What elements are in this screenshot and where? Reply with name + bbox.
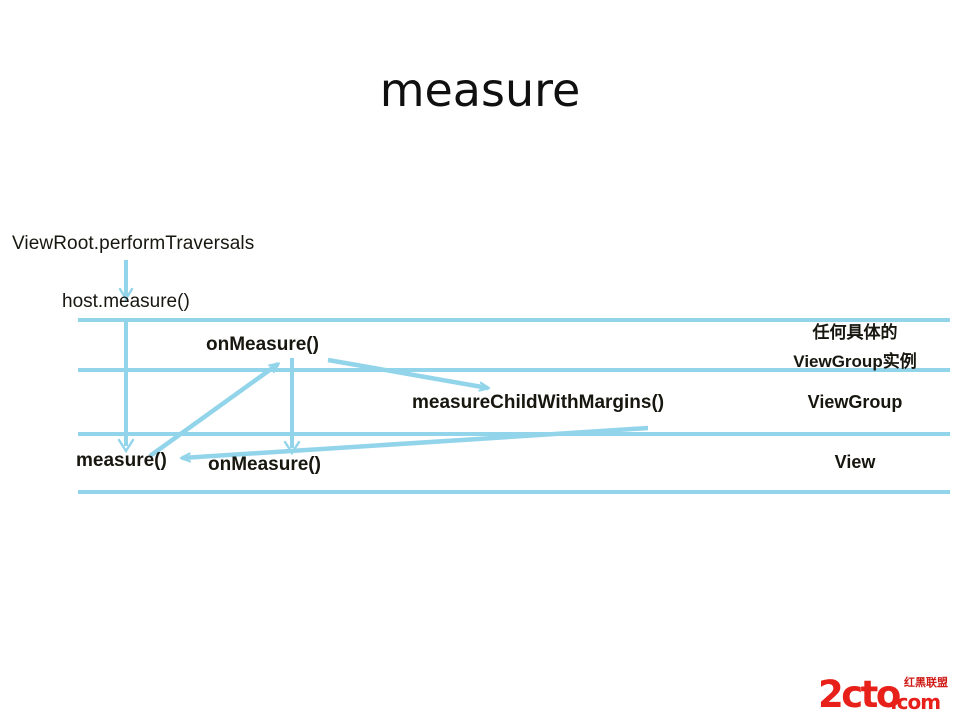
arrowhead-hostmeasure <box>118 287 134 302</box>
arrow-measure-to-onmeasure-top <box>148 362 278 458</box>
page-title: measure <box>379 63 581 117</box>
watermark-brand: 2cto <box>818 673 901 716</box>
node-viewroot-performtraversals: ViewRoot.performTraversals <box>12 233 255 254</box>
node-measure: measure() <box>76 450 167 471</box>
node-onmeasure-top: onMeasure() <box>206 334 319 355</box>
lane-label-viewgroup: ViewGroup <box>807 392 903 412</box>
node-onmeasure-bottom: onMeasure() <box>208 454 321 475</box>
arrow-measurechild-to-measure <box>182 425 649 458</box>
node-measurechildwithmargins: measureChildWithMargins() <box>412 392 665 413</box>
lane-label-concrete-viewgroup-line2: ViewGroup实例 <box>793 352 917 371</box>
arrowhead-measure <box>117 438 135 454</box>
node-host-measure: host.measure() <box>62 291 190 312</box>
watermark-chinese: 红黑联盟 <box>904 677 948 689</box>
watermark-domain: .com <box>890 690 941 714</box>
watermark-2cto: 2cto .com 红黑联盟 <box>818 676 948 714</box>
lane-label-concrete-viewgroup-line1: 任何具体的 <box>812 323 898 342</box>
vertical-call-lines <box>124 260 294 448</box>
lane-label-view: View <box>834 452 876 472</box>
lane-separator-lines <box>78 318 950 494</box>
arrow-onmeasure-to-measurechild <box>327 357 488 388</box>
